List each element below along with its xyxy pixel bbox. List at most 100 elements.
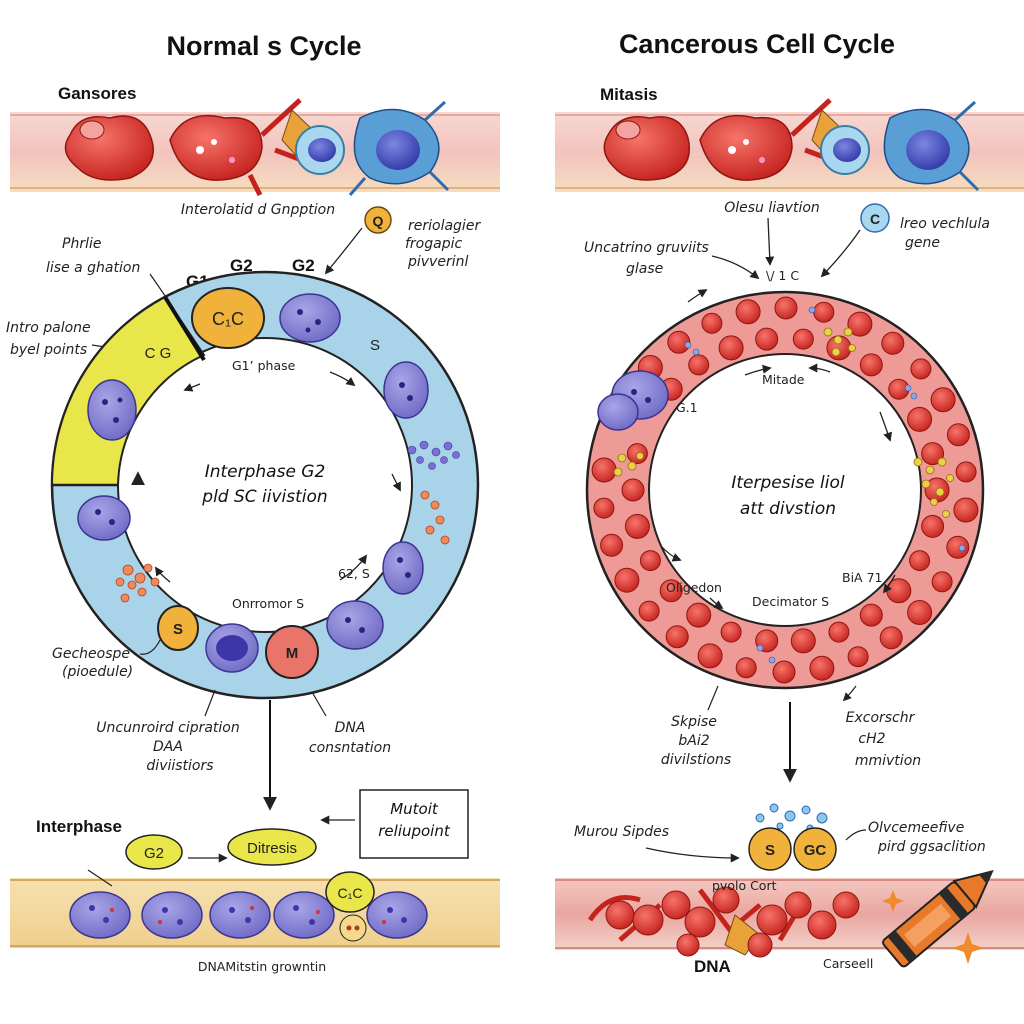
checkpoint-box: [359, 789, 469, 859]
q-note-line-2: frogapic: [405, 236, 462, 252]
cancer-red-cell: [809, 655, 835, 681]
cancer-red-cell: [718, 335, 744, 361]
cancer-red-cell: [735, 657, 757, 679]
cancer-yellow-speckles: [613, 327, 954, 518]
skpise-line-3: divilstions: [661, 752, 731, 768]
right-title: Cancerous Cell Cycle: [619, 29, 895, 59]
dna-note-line-2: consntation: [309, 740, 391, 756]
g2-pill-label: G2: [144, 845, 164, 862]
cancer-red-cell: [907, 600, 933, 625]
q-badge-icon: [364, 206, 392, 234]
cancer-red-cell: [614, 567, 640, 593]
cancer-red-cell: [921, 442, 945, 466]
cancerous-cycle-panel: Cancerous Cell Cycle Mitasis Olesu liavt…: [555, 29, 1024, 976]
s-badge-label: S: [173, 621, 183, 638]
right-center-line-2: att divstion: [740, 499, 836, 519]
cg-segment-label: C G: [145, 345, 172, 362]
cancer-purple-cells: [597, 370, 669, 431]
ditresis-pill-label: Ditresis: [247, 840, 297, 857]
cancer-red-cell: [792, 328, 814, 350]
cancer-red-cell: [772, 660, 796, 684]
cancer-red-cell: [593, 497, 615, 519]
phase-note-line-2: lise a ghation: [46, 260, 140, 276]
right-top-note: Olesu liavtion: [724, 200, 820, 216]
cancer-red-cell: [665, 625, 689, 649]
cancer-red-cell: [624, 513, 650, 539]
mitade-label: Mitade: [762, 372, 805, 387]
skpise-line-2: bAi2: [678, 733, 709, 749]
cancer-red-cell: [859, 353, 883, 377]
cancer-red-cell: [701, 312, 723, 334]
unc-line-2: DAA: [153, 739, 183, 755]
left-top-note: Interolatid d Gnpption: [181, 202, 335, 218]
s-badge: [157, 605, 199, 651]
cancer-red-cell: [946, 535, 970, 559]
murou-label: Murou Sipdes: [574, 824, 669, 840]
pvolo-label: pvolo Cort: [712, 878, 777, 893]
cancer-red-cell: [639, 550, 661, 572]
bi71-label: BiA 71: [842, 570, 882, 585]
left-tissue-cells: [64, 98, 450, 197]
carseell-label: Carseell: [823, 956, 873, 971]
excorschr-line-2: cH2: [858, 731, 885, 747]
normal-cycle-ring: C₁C C G S S M G1’ phase 62, S Onrromor S: [50, 270, 480, 700]
excorschr-line-1: Excorschr: [846, 710, 916, 726]
cancer-red-cell: [881, 331, 905, 355]
s-pill-label: S: [765, 842, 775, 859]
right-dna-label: DNA: [694, 957, 731, 976]
right-bottom-cells: [587, 886, 860, 958]
g1-phase-ring-label: G1’ phase: [232, 358, 296, 373]
decimator-label: Decimator S: [752, 594, 829, 609]
m-badge: [265, 625, 319, 679]
cancer-red-cell: [859, 603, 883, 627]
left-title: Normal s Cycle: [166, 31, 361, 61]
phase-note-line-1: Phrlie: [62, 236, 101, 252]
left-center-line-1: Interphase G2: [205, 462, 326, 482]
sparkle-icon: [882, 890, 984, 964]
left-bottom-label: DNAMitstin growntin: [198, 959, 326, 974]
left-tissue-label: Gansores: [58, 84, 136, 103]
cancer-red-cell: [600, 533, 624, 557]
g2-pill: [125, 834, 183, 870]
cancer-red-cell: [828, 621, 850, 643]
ditresis-pill: [227, 828, 317, 866]
excorschr-line-3: mmivtion: [855, 753, 921, 769]
cancer-red-cell: [847, 646, 869, 668]
q-badge-label: Q: [373, 213, 384, 229]
checkpoint-note-line-1: Intro palone: [6, 320, 91, 336]
c-note-line-2: gene: [905, 235, 940, 251]
olvcm-line-2: pird ggsaclition: [877, 839, 986, 855]
cancer-red-cell: [847, 311, 873, 337]
dna-note-line-1: DNA: [335, 720, 366, 736]
cancer-red-cell: [790, 628, 816, 654]
gecheospe-line-2: (pioedule): [62, 664, 133, 680]
cancer-red-cell: [755, 327, 779, 351]
phase-label-g2b: G2: [292, 256, 315, 275]
unc-line-1: Uncunroird cipration: [96, 720, 240, 736]
c1c-badge-label: C₁C: [212, 309, 244, 329]
gecheospe-line-1: Gecheospe: [52, 646, 130, 662]
c-note-line-1: lreo vechlula: [900, 216, 990, 232]
crayon-icon: [882, 869, 994, 968]
growth-note-line-2: glase: [626, 261, 663, 277]
cancer-red-cell: [591, 457, 617, 483]
cancer-red-cell: [953, 497, 979, 523]
right-tissue-label: Mitasis: [600, 85, 658, 104]
unc-line-3: diviistiors: [146, 758, 213, 774]
cancer-red-cell: [879, 626, 903, 650]
oligedon-label: Oligedon: [666, 580, 722, 595]
cancer-red-cell: [930, 387, 956, 413]
left-center-line-2: pld SC iivistion: [201, 487, 327, 507]
right-center-line-1: Iterpesise liol: [731, 473, 845, 493]
cancer-red-cell: [910, 358, 932, 380]
c1c-badge: [191, 287, 265, 349]
interphase-label: Interphase: [36, 817, 122, 836]
right-tissue-cells: [603, 98, 980, 192]
cancer-red-cell: [735, 299, 761, 325]
left-bottom-cells: C₁C: [69, 871, 428, 942]
checkpoint-box-line-1: Mutoit: [390, 800, 439, 818]
vc-label: \/ 1 C: [766, 268, 799, 283]
cancer-red-cell: [638, 600, 660, 622]
c-badge-label: C: [870, 211, 880, 227]
